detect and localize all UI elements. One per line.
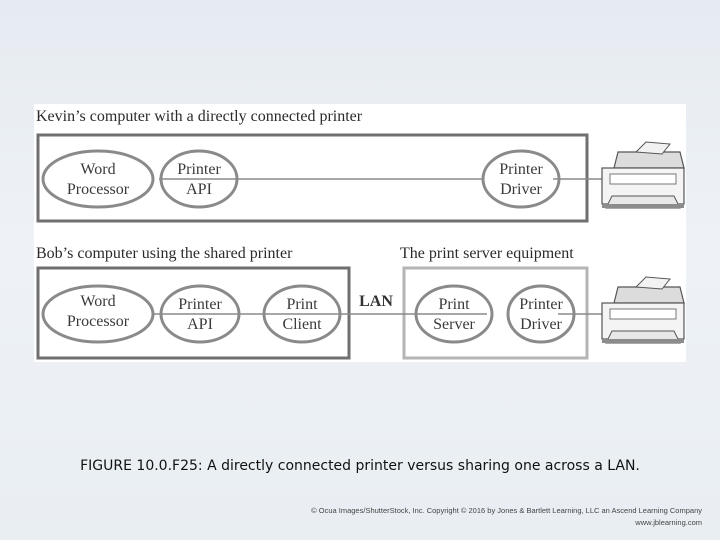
node-text: Driver [520,316,562,333]
kevin-word-processor-node [41,149,155,209]
bob-printer-api-node [159,284,241,344]
bob-section-title: Bob’s computer using the shared printer [36,245,293,262]
node-text: Printer [519,296,563,313]
server-section-title: The print server equipment [400,245,574,262]
node-text: API [186,181,212,198]
print-server-box [402,266,589,360]
node-text: API [187,316,213,333]
bob-word-processor-node [41,284,155,344]
figure-caption: FIGURE 10.0.F25: A directly connected pr… [80,458,640,474]
figure-panel: Kevin’s computer with a directly connect… [34,104,686,362]
node-text: Processor [67,181,130,198]
bob-print-client-node [262,284,342,344]
kevin-section-title: Kevin’s computer with a directly connect… [36,108,363,125]
node-text: Driver [500,181,542,198]
print-server-node [414,284,494,344]
copyright-line: © Ocua Images/ShutterStock, Inc. Copyrig… [311,506,702,515]
kevin-printer-driver-node [481,149,561,209]
node-text: Processor [67,313,130,330]
node-text: Word [80,293,115,310]
node-text: Print [438,296,470,313]
node-text: Printer [177,161,221,178]
node-text: Server [433,316,475,333]
node-text: Word [80,161,115,178]
node-text: Client [282,316,322,333]
lan-label-bg [354,292,398,310]
kevin-computer-box [36,133,589,223]
node-text: Print [286,296,318,313]
copyright-notice: © Ocua Images/ShutterStock, Inc. Copyrig… [311,505,702,529]
bob-computer-box [36,266,351,360]
publisher-url: www.jblearning.com [635,518,702,527]
node-text: Printer [178,296,222,313]
printer-icon [601,276,685,344]
node-text: Printer [499,161,543,178]
server-printer-driver-node [506,284,576,344]
printer-icon [601,141,685,209]
printer-sharing-diagram: Kevin’s computer with a directly connect… [36,108,685,360]
lan-label: LAN [359,293,393,310]
kevin-printer-api-node [159,149,239,209]
